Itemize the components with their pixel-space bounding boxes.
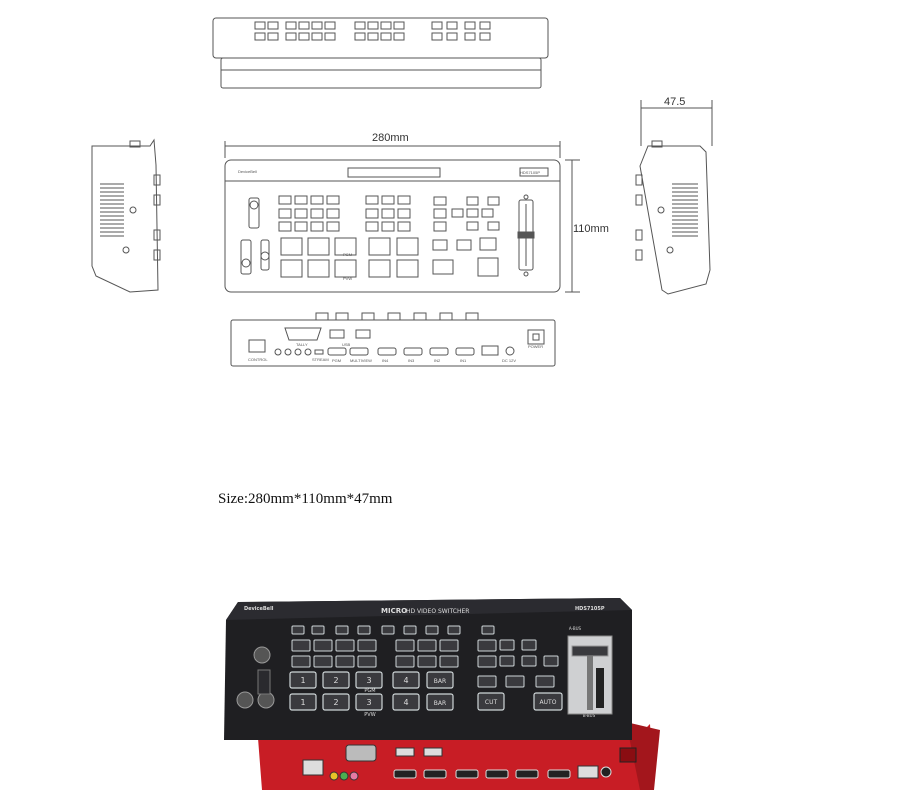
- rear-usb-label: USB: [342, 342, 351, 347]
- drawing-brand: DeviceBell: [238, 169, 257, 174]
- size-caption: Size:280mm*110mm*47mm: [218, 491, 393, 507]
- drawing-pvw-label: PVW: [343, 276, 352, 281]
- photo-pvw-key-1: 1: [300, 698, 305, 707]
- rear-in3-label: IN3: [408, 358, 415, 363]
- photo-a-bus-label: A-BUS: [569, 626, 582, 631]
- photo-pvw-key-3: 3: [366, 698, 371, 707]
- rear-tally-label: TALLY: [296, 342, 308, 347]
- photo-pvw-key-4: 4: [403, 698, 408, 707]
- photo-title-rest: HD VIDEO SWITCHER: [406, 608, 469, 615]
- photo-brand: DeviceBell: [244, 606, 274, 612]
- rear-pgm-label: PGM: [332, 358, 341, 363]
- photo-pgm-key-1: 1: [300, 676, 305, 685]
- depth-dimension-label: 47.5: [664, 96, 685, 108]
- photo-pvw-bar: BAR: [434, 700, 446, 707]
- photo-pgm-key-3: 3: [366, 676, 371, 685]
- photo-pgm-key-2: 2: [333, 676, 338, 685]
- drawing-model: HDS7105P: [520, 170, 540, 175]
- photo-pvw-label: PVW: [364, 712, 375, 718]
- photo-b-bus-label: B-BUS: [583, 713, 596, 718]
- width-dimension-label: 280mm: [372, 132, 409, 144]
- photo-model: HDS7105P: [575, 606, 605, 612]
- rear-in4-label: IN4: [382, 358, 389, 363]
- photo-title-bold: MICRO: [381, 607, 407, 615]
- photo-pgm-bar: BAR: [434, 678, 446, 685]
- rear-dc-label: DC 12V: [502, 358, 516, 363]
- rear-in1-label: IN1: [460, 358, 467, 363]
- drawing-pgm-label: PGM: [343, 252, 352, 257]
- rear-power-label: POWER: [528, 344, 543, 349]
- photo-pvw-key-2: 2: [333, 698, 338, 707]
- rear-stream-label: STREAM: [312, 357, 329, 362]
- rear-in2-label: IN2: [434, 358, 441, 363]
- photo-cut-button: CUT: [485, 699, 498, 706]
- rear-multiview-label: MULTIVIEW: [350, 358, 372, 363]
- photo-auto-button: AUTO: [540, 699, 557, 706]
- photo-pgm-label: PGM: [364, 688, 375, 694]
- photo-pgm-key-4: 4: [403, 676, 408, 685]
- rear-control-label: CONTROL: [248, 357, 268, 362]
- height-dimension-label: 110mm: [573, 223, 609, 235]
